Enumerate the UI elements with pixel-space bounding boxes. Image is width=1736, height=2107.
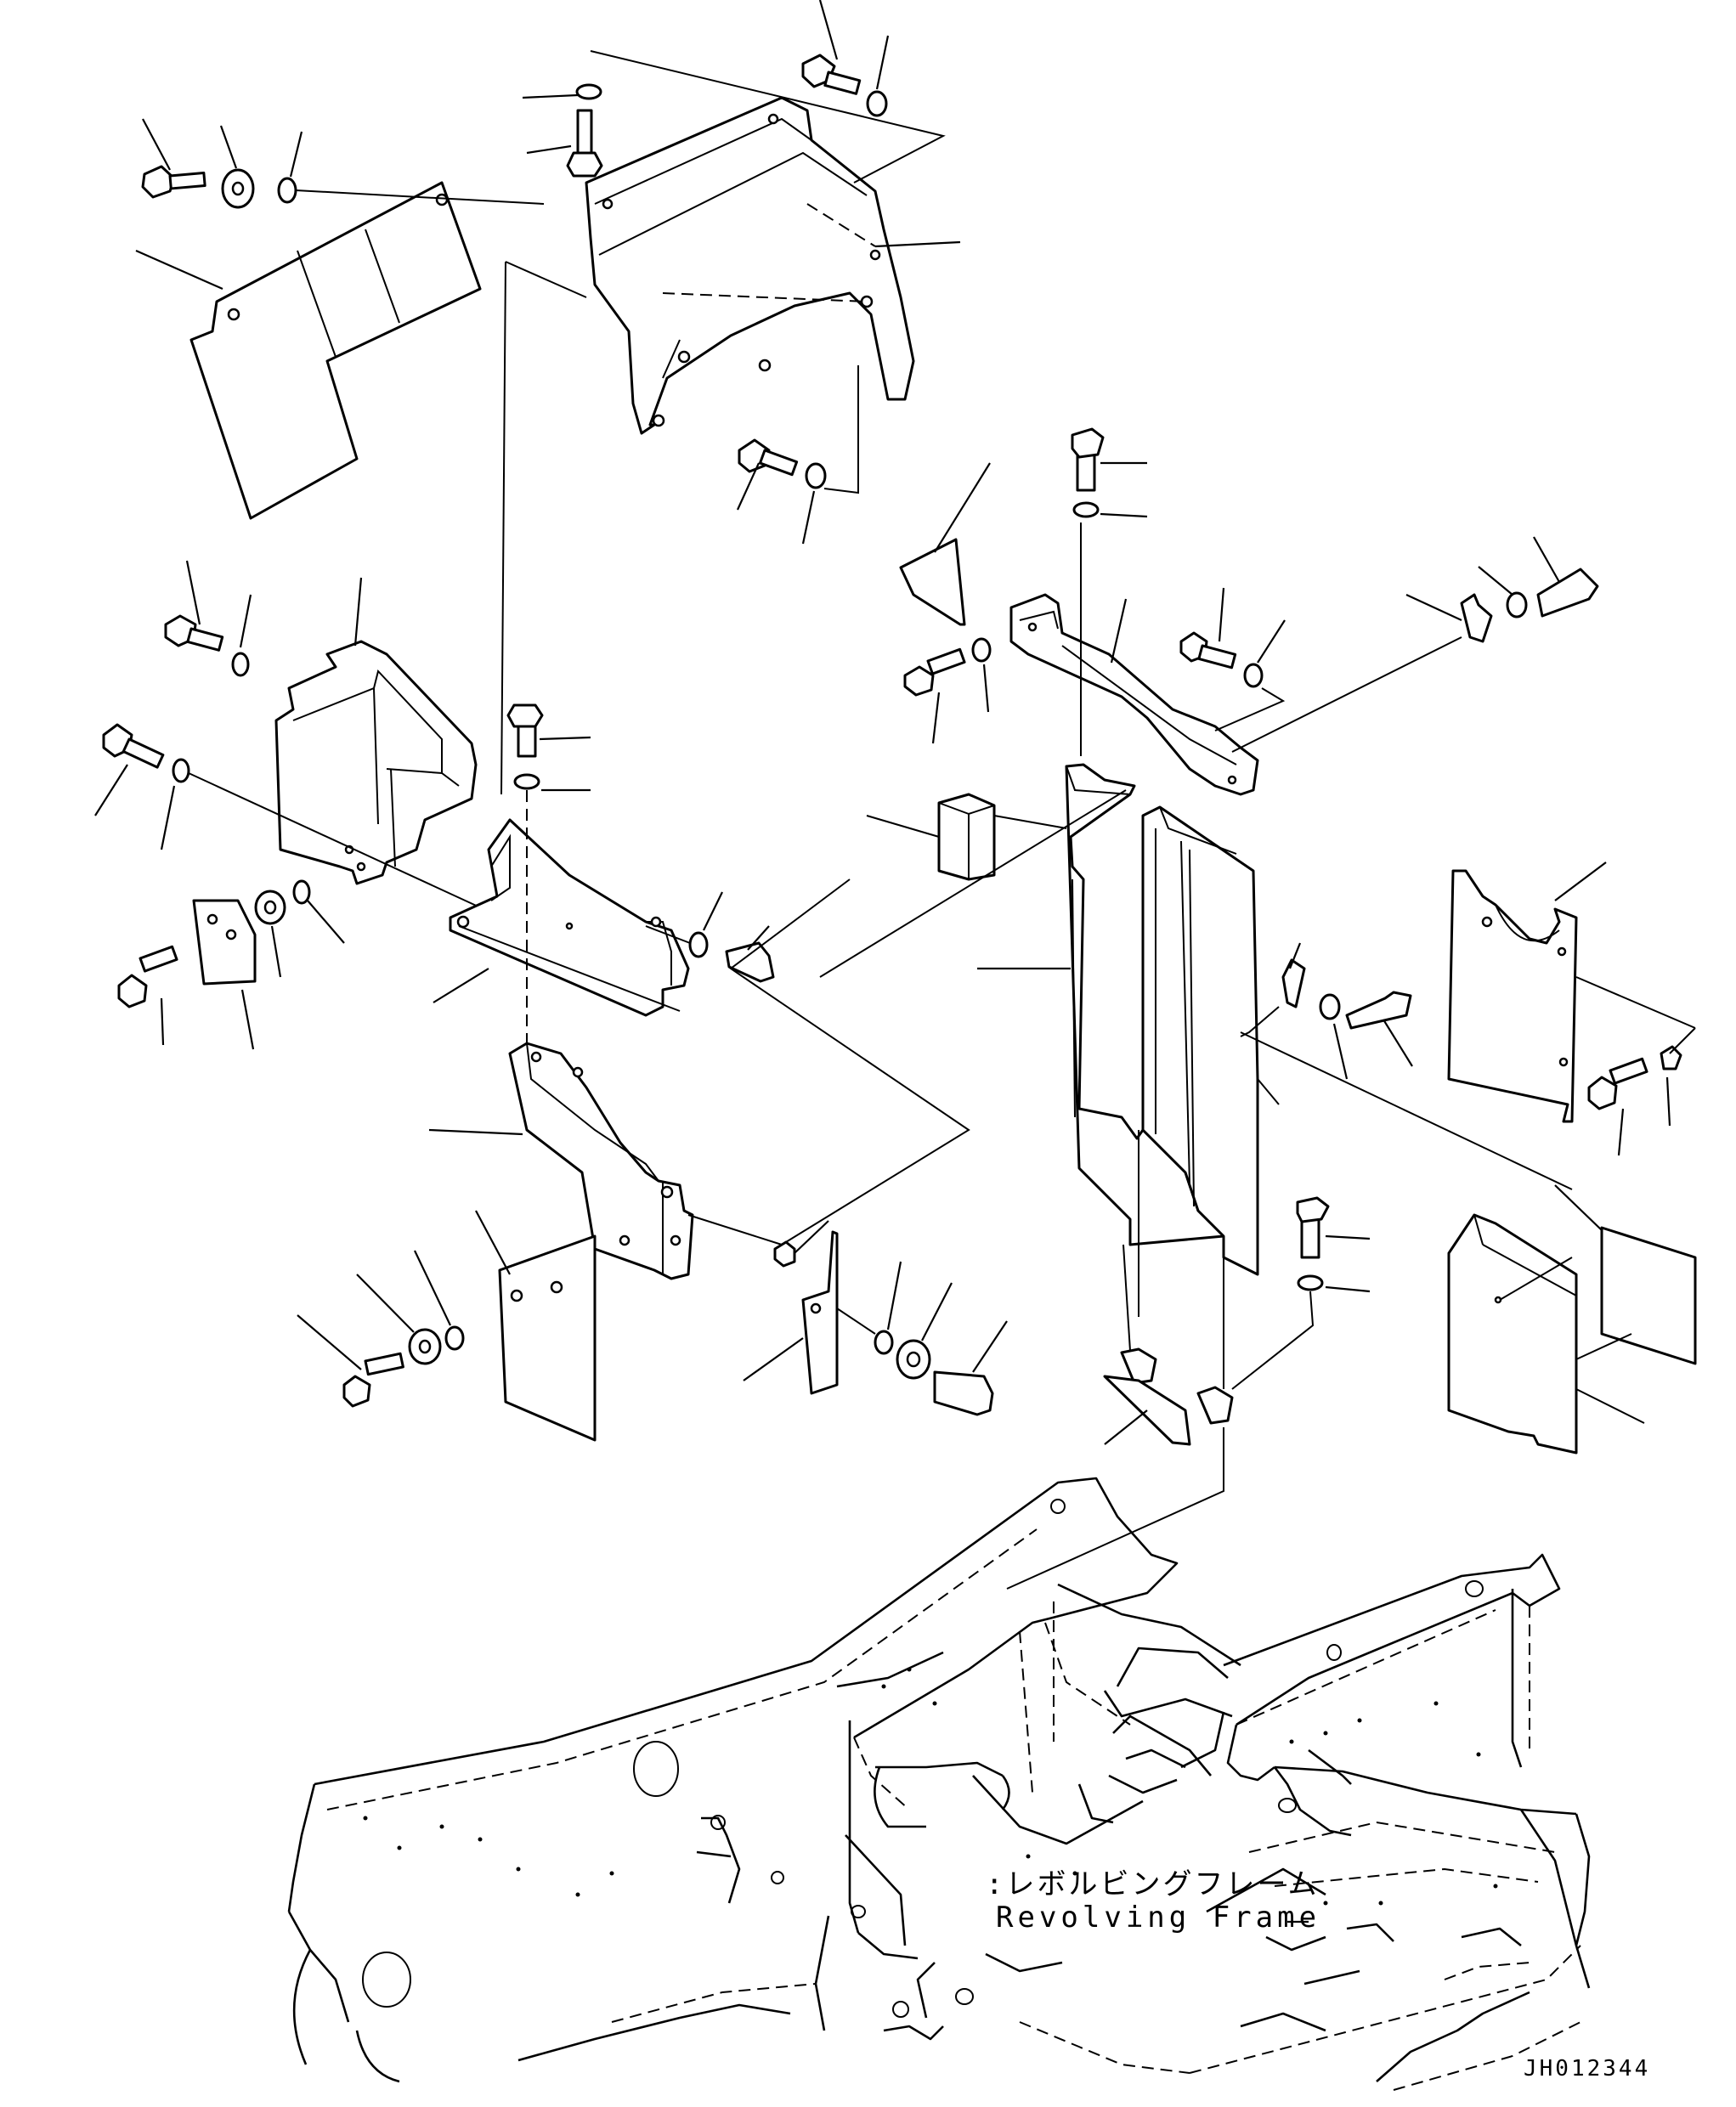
top-left-cover-plate [135, 181, 482, 520]
revolving-frame [287, 1477, 1591, 2091]
long-vertical-cover [819, 763, 1225, 1246]
bolt-washer-set-top-left [141, 118, 545, 209]
bolt-washer-set-left [94, 560, 494, 914]
bottom-left-plate [297, 1210, 597, 1442]
bolt-washer-set-top-center [522, 0, 946, 545]
left-side-bracket-box [274, 577, 478, 885]
upper-right-bracket [1009, 593, 1259, 796]
drawing-code: JH012344 [1524, 2056, 1651, 2082]
top-center-duct-cover [585, 96, 961, 435]
center-lower-bracket [428, 878, 970, 1313]
revolving-frame-label-english: Revolving Frame [996, 1901, 1321, 1935]
center-left-flange-plate [433, 703, 690, 1045]
revolving-frame-label-japanese: :レボルビングフレーム [986, 1867, 1320, 1901]
small-nut-and-clip [743, 1220, 1008, 1416]
rubber-block [866, 793, 1067, 881]
right-cover-with-cutout [1447, 861, 1696, 1123]
leader-top-to-center [500, 261, 506, 795]
right-rubber-pad [1575, 1226, 1697, 1365]
bolt-washer-set-center [645, 891, 775, 983]
leader-top-cover-link [505, 261, 587, 298]
upper-right-small-plate [899, 462, 991, 626]
bolt-washer-set-right [1587, 1027, 1696, 1156]
right-lower-cover [1447, 1184, 1645, 1455]
bolt-washer-set-upper-right [903, 427, 1599, 756]
small-plate-left [117, 879, 345, 1050]
bottom-center-mounts [1006, 1196, 1371, 1590]
clips-right [1240, 942, 1573, 1190]
